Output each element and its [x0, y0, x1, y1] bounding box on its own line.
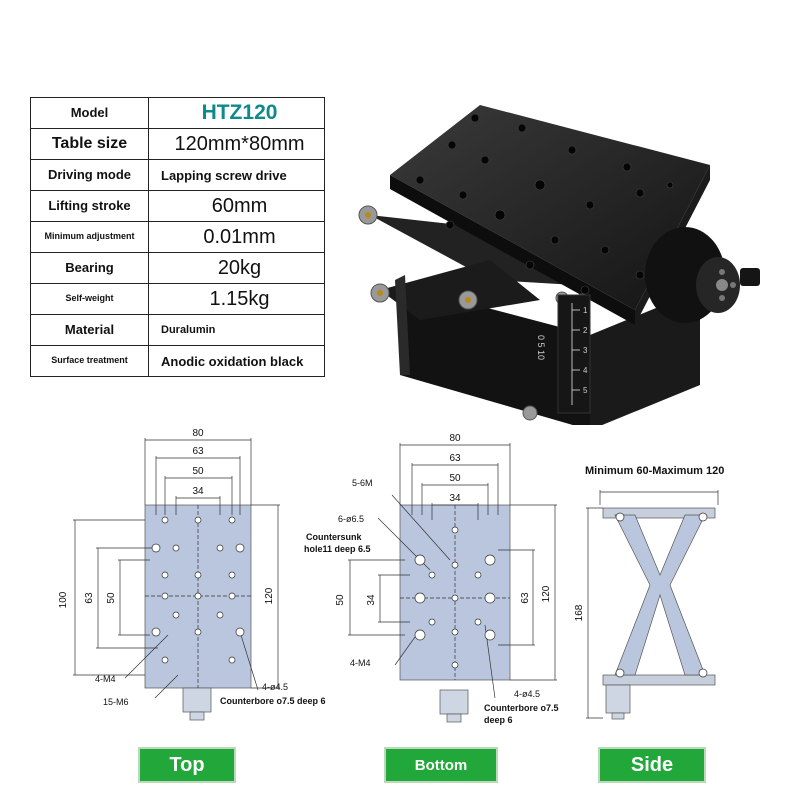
spec-value: Duralumin — [148, 314, 325, 346]
view-label-side: Side — [598, 747, 706, 783]
side-view-scissor — [614, 514, 706, 676]
spec-table: Model HTZ120 Table size 120mm*80mm Drivi… — [30, 97, 325, 377]
scale-text: 0 5 10 — [536, 335, 546, 360]
bottom-callout-countersunk: Countersunk — [306, 532, 362, 542]
top-dim-120: 120 — [264, 587, 275, 604]
top-callout-4m4: 4-M4 — [95, 674, 116, 684]
bottom-dim-50-left: 50 — [335, 594, 346, 606]
top-dim-50-left: 50 — [106, 592, 117, 604]
top-callout-15m6: 15-M6 — [103, 697, 129, 707]
bottom-callout-4m4: 4-M4 — [350, 658, 371, 668]
scale-mark: 2 — [583, 326, 588, 335]
spec-value: 1.15kg — [148, 283, 325, 315]
spec-value: 0.01mm — [148, 221, 325, 253]
spec-row-table-size: Table size 120mm*80mm — [30, 128, 325, 160]
spec-value: 20kg — [148, 252, 325, 284]
bottom-dim-34: 34 — [449, 493, 461, 504]
spec-key: Driving mode — [30, 159, 149, 191]
top-dim-100: 100 — [58, 591, 69, 608]
spec-key: Table size — [30, 128, 149, 160]
spec-key: Surface treatment — [30, 345, 149, 377]
scale-plate — [557, 294, 591, 414]
scale-mark: 1 — [583, 306, 588, 315]
scale-mark: 4 — [583, 366, 588, 375]
top-dim-34: 34 — [192, 486, 204, 497]
bottom-dim-120-right: 120 — [541, 585, 552, 602]
top-callout-counterbore: Counterbore o7.5 deep 6 — [220, 696, 326, 706]
spec-value: 120mm*80mm — [148, 128, 325, 160]
scale-mark: 3 — [583, 346, 588, 355]
spec-value: Lapping screw drive — [148, 159, 325, 191]
spec-row-driving-mode: Driving mode Lapping screw drive — [30, 159, 325, 191]
bottom-callout-6-phi65: 6-ø6.5 — [338, 514, 365, 524]
top-dim-50: 50 — [192, 466, 204, 477]
spec-key: Minimum adjustment — [30, 221, 149, 253]
bottom-callout-counterbore: Counterbore o7.5 — [484, 703, 559, 713]
spec-value: Anodic oxidation black — [148, 345, 325, 377]
spec-value: HTZ120 — [148, 97, 325, 129]
bottom-callout-5-6m: 5-6M — [352, 478, 373, 488]
product-photo: 0 5 10 1 2 3 4 5 — [358, 105, 760, 425]
view-label-bottom: Bottom — [384, 747, 498, 783]
spec-key: Model — [30, 97, 149, 129]
bottom-dim-80: 80 — [449, 433, 461, 444]
top-dim-63-left: 63 — [84, 592, 95, 604]
spec-key: Self-weight — [30, 283, 149, 315]
spec-row-self-weight: Self-weight 1.15kg — [30, 283, 325, 315]
scale-mark: 5 — [583, 386, 588, 395]
top-plate — [390, 105, 710, 310]
spec-key: Bearing — [30, 252, 149, 284]
spec-key: Lifting stroke — [30, 190, 149, 222]
spec-row-material: Material Duralumin — [30, 314, 325, 346]
technical-drawings: 80 63 50 34 100 63 50 120 80 63 50 34 50… — [58, 428, 719, 723]
top-dim-80: 80 — [192, 428, 204, 439]
bottom-callout-4-phi45: 4-ø4.5 — [514, 689, 541, 699]
spec-value: 60mm — [148, 190, 325, 222]
side-dim-168: 168 — [574, 604, 585, 621]
spec-row-lifting-stroke: Lifting stroke 60mm — [30, 190, 325, 222]
bottom-dim-63-right: 63 — [520, 592, 531, 604]
top-callout-4-phi45: 4-ø4.5 — [262, 682, 289, 692]
side-view-heading: Minimum 60-Maximum 120 — [585, 465, 725, 477]
view-label-top: Top — [138, 747, 236, 783]
bottom-callout-depth: deep 6 — [484, 715, 513, 725]
bottom-dim-50: 50 — [449, 473, 461, 484]
top-dim-63: 63 — [192, 446, 204, 457]
bottom-dim-63: 63 — [449, 453, 461, 464]
bottom-dim-34-left: 34 — [366, 594, 377, 606]
spec-key: Material — [30, 314, 149, 346]
spec-row-bearing: Bearing 20kg — [30, 252, 325, 284]
spec-row-minimum-adjustment: Minimum adjustment 0.01mm — [30, 221, 325, 253]
spec-row-model: Model HTZ120 — [30, 97, 325, 129]
spec-row-surface-treatment: Surface treatment Anodic oxidation black — [30, 345, 325, 377]
bottom-callout-countersunk-depth: hole11 deep 6.5 — [304, 544, 371, 554]
